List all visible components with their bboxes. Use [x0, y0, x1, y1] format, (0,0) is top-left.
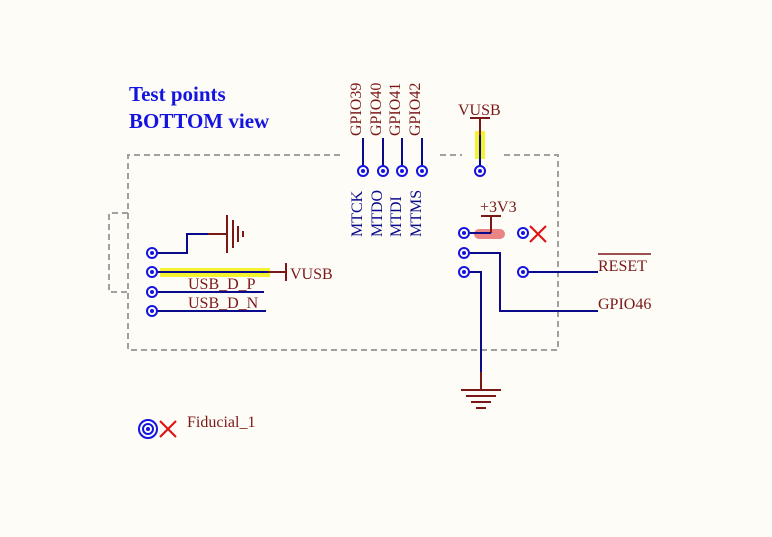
mtck-label: MTCK: [349, 190, 366, 237]
vusb-top-label: VUSB: [458, 102, 501, 119]
mtdi-label: MTDI: [388, 196, 405, 237]
no-connect-icon: [529, 225, 547, 243]
fiducial-icon: [138, 419, 177, 439]
3v3-label: +3V3: [480, 199, 517, 216]
mtdo-label: MTDO: [369, 190, 386, 237]
vusb-left-label: VUSB: [290, 266, 333, 283]
gpio39-label: GPIO39: [348, 83, 365, 136]
vusb-top-symbol: [470, 117, 490, 177]
gpio40-label: GPIO40: [368, 83, 385, 136]
left-ground-symbol: [152, 215, 244, 254]
jtag-wires: [362, 138, 423, 171]
usb-dp-label: USB_D_P: [188, 276, 256, 293]
bottom-ground-symbol: [461, 372, 501, 409]
fiducial-label: Fiducial_1: [187, 414, 255, 431]
vusb-left-symbol: [152, 263, 287, 281]
board-outline: [108, 154, 559, 351]
gpio41-label: GPIO41: [387, 83, 404, 136]
right-wires: [464, 252, 598, 372]
gpio42-label: GPIO42: [407, 83, 424, 136]
mtms-label: MTMS: [408, 190, 425, 237]
gpio46-label: GPIO46: [598, 296, 651, 313]
heading-line2: BOTTOM view: [129, 109, 270, 133]
usb-underlines: [187, 291, 266, 312]
heading-line1: Test points: [129, 82, 226, 106]
jtag-pads: [357, 165, 428, 177]
left-pads: [146, 247, 158, 317]
usb-dn-label: USB_D_N: [188, 295, 259, 312]
right-pads: [458, 227, 529, 278]
reset-label: RESET: [598, 258, 647, 275]
